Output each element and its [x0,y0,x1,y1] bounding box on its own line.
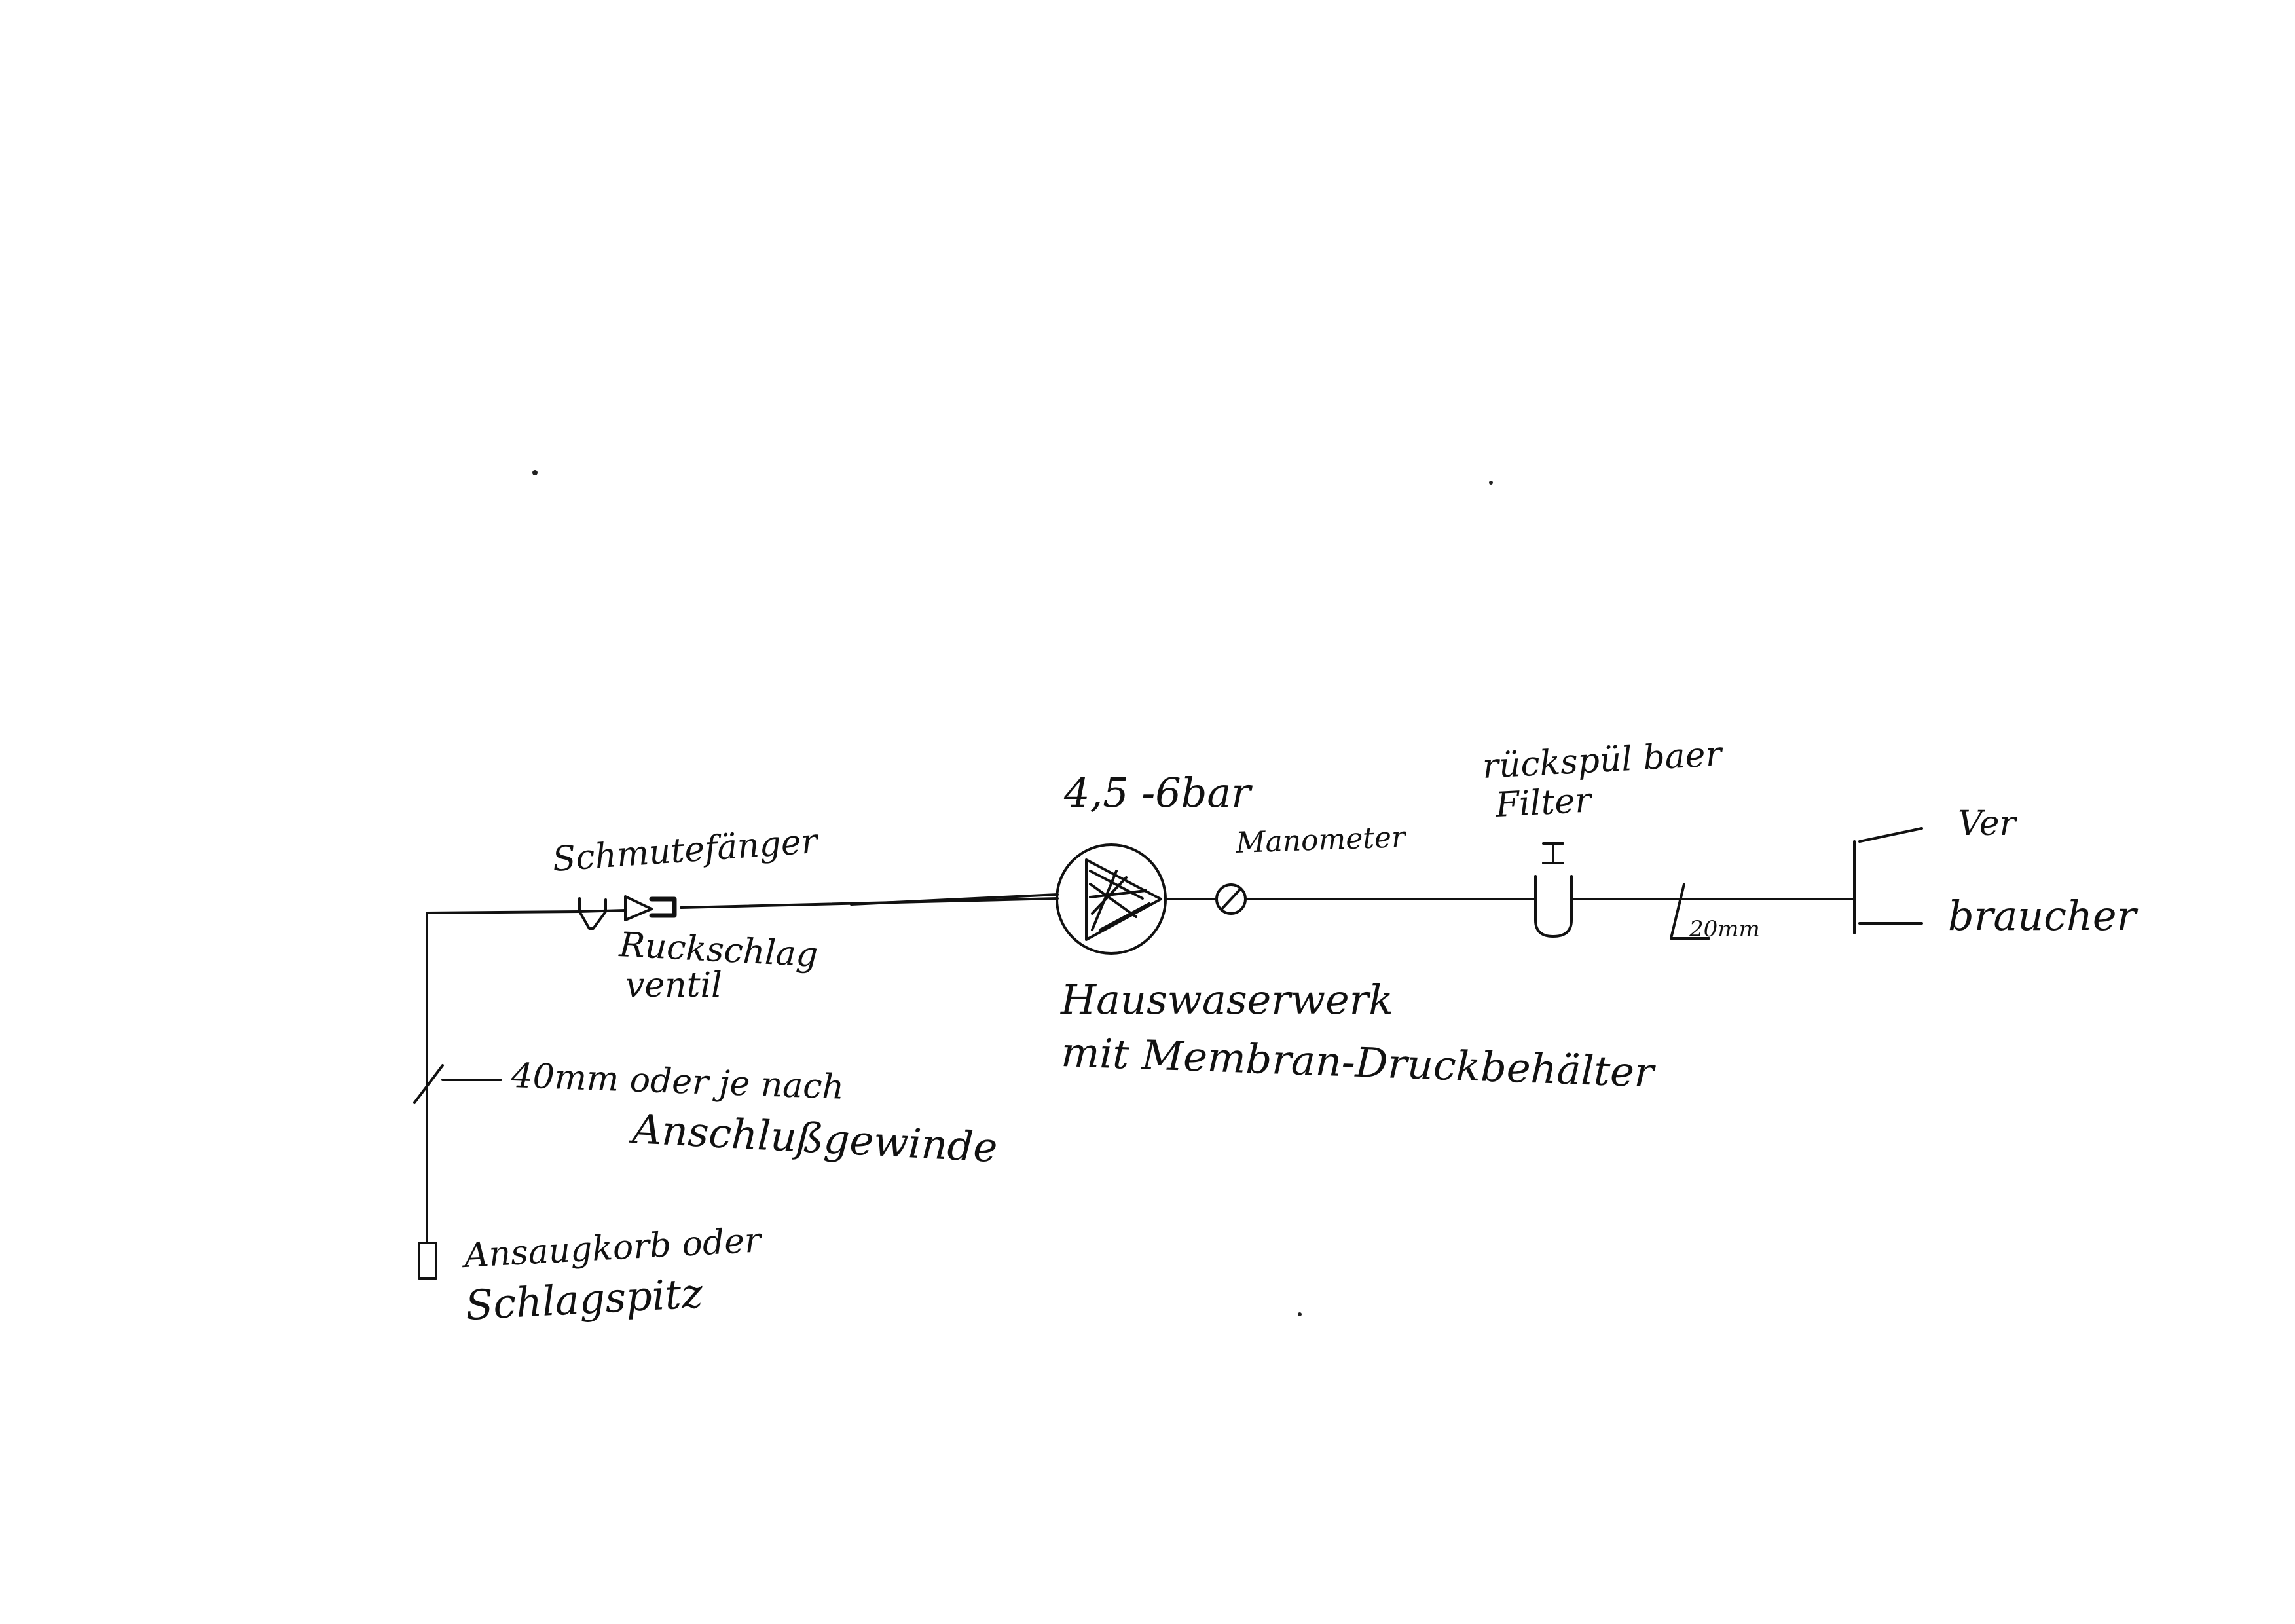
pump-hatching [1089,870,1150,931]
consumer-branch [1858,827,1923,843]
consumer-label-2: braucher [1948,892,2139,940]
paper-speck [1489,481,1493,485]
intake-label: Ansaugkorb oder [461,1221,764,1276]
pipe-size-big-label-2: Anschlußgewinde [628,1105,999,1172]
check-valve-label-2: ventil [625,966,722,1005]
consumer-label: Ver [1958,804,2018,843]
manometer-needle [1221,887,1242,910]
pump-label: Hauswaserwerk [1060,976,1393,1024]
intake-basket-icon [418,1242,437,1280]
manometer-icon [1215,883,1247,915]
check-valve-body [649,896,677,918]
check-valve-icon [624,895,653,921]
pump-label-2: mit Membran-Druckbehälter [1060,1028,1657,1097]
pressure-label: 4,5 -6bar [1063,769,1253,817]
paper-speck [532,470,538,475]
filter-icon [1534,875,1573,938]
paper-speck [1298,1312,1302,1316]
strainer-stroke [578,909,627,913]
pipe-size-tick [413,1064,444,1104]
intake-label-2: Schlagspitz [464,1269,704,1329]
inlet-pipe [426,910,581,914]
filter-label: rückspül baer [1482,735,1725,786]
strainer-icon [578,897,607,930]
filter-label-2: Filter [1494,781,1594,825]
pump-triangle [1085,858,1162,941]
pipe-size-big-label: 40mm oder je nach [510,1056,845,1107]
pipe-size-marker [1670,883,1710,940]
pipe-size-small-label: 20mm [1689,916,1760,942]
strainer-label: Schmutefänger [551,822,821,879]
manometer-label: Manometer [1235,821,1408,860]
inlet-pipe-double [850,893,1059,906]
